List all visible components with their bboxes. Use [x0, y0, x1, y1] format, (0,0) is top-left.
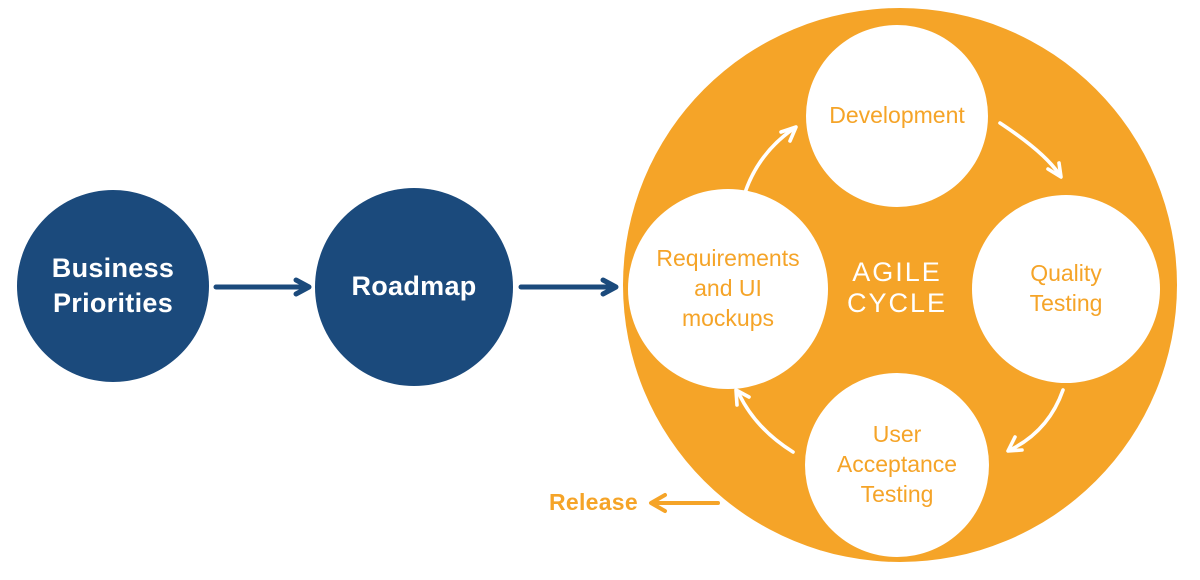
node-roadmap-label: Roadmap — [351, 271, 477, 302]
step-user-acceptance-testing-label: User Acceptance Testing — [836, 421, 958, 507]
step-quality-testing-label: Quality Testing — [1029, 260, 1103, 316]
step-development-label: Development — [829, 102, 965, 129]
node-business-priorities: Business Priorities — [17, 190, 209, 382]
node-roadmap: Roadmap — [315, 188, 513, 386]
arrow-business-to-roadmap-icon — [213, 277, 312, 297]
node-business-priorities-label: Business Priorities — [51, 252, 175, 318]
step-requirements-ui-mockups-label: Requirements and UI mockups — [656, 245, 800, 331]
step-development: Development — [806, 25, 988, 207]
step-requirements-ui-mockups: Requirements and UI mockups — [628, 189, 828, 389]
arrow-roadmap-to-agile-icon — [518, 277, 619, 297]
agile-cycle-title: AGILE CYCLE — [846, 256, 948, 318]
step-quality-testing: Quality Testing — [972, 195, 1160, 383]
release-arrow-icon — [649, 493, 720, 513]
step-user-acceptance-testing: User Acceptance Testing — [805, 373, 989, 557]
release-label: Release — [548, 489, 638, 515]
